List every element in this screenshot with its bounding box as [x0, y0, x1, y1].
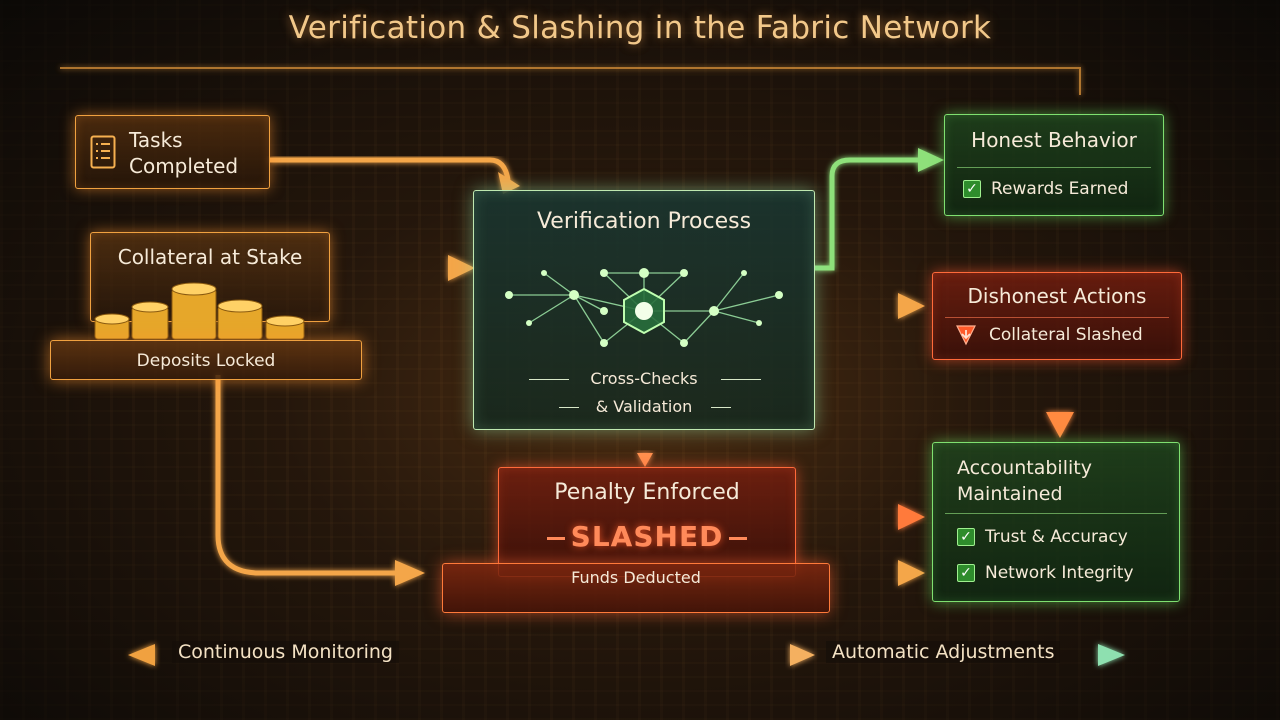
- slashed-stamp: SLASHED: [499, 520, 795, 553]
- dishonest-divider: [945, 317, 1169, 318]
- monitoring-left-arrowhead: [128, 644, 155, 666]
- title-glow-line: [60, 68, 1080, 95]
- collateral-node: Collateral at Stake Deposits Locked: [50, 232, 362, 380]
- honest-title: Honest Behavior: [945, 128, 1163, 152]
- penalty-title: Penalty Enforced: [499, 480, 795, 505]
- arrowhead-accountability-down: [1046, 412, 1074, 438]
- monitoring-mid-arrowhead: [790, 644, 815, 666]
- arrowhead-dishonest: [898, 293, 925, 319]
- monitoring-right-arrowhead: [1098, 644, 1125, 666]
- stamp-dash-right: [729, 537, 747, 540]
- tasks-label-line2: Completed: [129, 153, 238, 179]
- checkmark-icon: ✓: [963, 180, 981, 198]
- penalty-base-label: Funds Deducted: [443, 568, 829, 587]
- diagram-title: Verification & Slashing in the Fabric Ne…: [0, 10, 1280, 46]
- verification-process-box: Verification Process Cross-Checks & Vali…: [473, 190, 815, 430]
- arrowhead-penalty-down: [637, 453, 653, 467]
- accountability-divider: [945, 513, 1167, 514]
- honest-item: Rewards Earned: [991, 179, 1128, 199]
- accountability-item-1-label: Trust & Accuracy: [985, 527, 1128, 547]
- gold-coin-stack-icon: [90, 282, 320, 342]
- slashed-stamp-text: SLASHED: [571, 520, 724, 553]
- footer-left-label: Continuous Monitoring: [172, 641, 399, 663]
- arrowhead-accountability-2: [898, 560, 925, 586]
- verification-title: Verification Process: [474, 209, 814, 234]
- arrowhead-honest: [918, 148, 944, 172]
- tasks-completed-box: Tasks Completed: [75, 115, 270, 189]
- honest-behavior-box: Honest Behavior ✓ Rewards Earned: [944, 114, 1164, 216]
- accountability-item-2: ✓ Network Integrity: [957, 563, 1134, 583]
- accountability-box: Accountability Maintained ✓ Trust & Accur…: [932, 442, 1180, 602]
- verification-subtitle-line2: & Validation: [474, 397, 814, 416]
- honest-divider: [957, 167, 1151, 168]
- arrow-collateral-to-penalty: [218, 375, 400, 573]
- dishonest-item: Collateral Slashed: [989, 325, 1143, 345]
- arrowhead-accountability-1: [898, 504, 925, 530]
- accountability-item-2-label: Network Integrity: [985, 563, 1134, 583]
- footer-right-label: Automatic Adjustments: [826, 641, 1060, 663]
- dishonest-actions-box: Dishonest Actions Collateral Slashed: [932, 272, 1182, 360]
- network-graph-icon: [484, 253, 804, 363]
- document-list-icon: [90, 135, 116, 169]
- accountability-item-1: ✓ Trust & Accuracy: [957, 527, 1128, 547]
- collateral-label: Collateral at Stake: [91, 245, 329, 269]
- collateral-base-label: Deposits Locked: [51, 351, 361, 371]
- arrow-tasks-to-verification: [270, 160, 508, 180]
- arrowhead-collateral-penalty: [395, 560, 425, 586]
- penalty-panel: Penalty Enforced SLASHED: [498, 467, 796, 577]
- tasks-label-line1: Tasks: [129, 127, 238, 153]
- arrowhead-collateral: [448, 255, 475, 281]
- verification-subtitle-line1: Cross-Checks: [474, 369, 814, 388]
- dishonest-title: Dishonest Actions: [933, 284, 1181, 308]
- accountability-line1: Accountability: [957, 455, 1092, 481]
- checkmark-icon: ✓: [957, 528, 975, 546]
- penalty-node: Penalty Enforced SLASHED Funds Deducted: [442, 467, 830, 615]
- accountability-line2: Maintained: [957, 481, 1092, 507]
- down-shield-icon: [955, 324, 977, 346]
- stamp-dash-left: [547, 537, 565, 540]
- collateral-base-platform: Deposits Locked: [50, 340, 362, 380]
- penalty-base-platform: Funds Deducted: [442, 563, 830, 613]
- checkmark-icon: ✓: [957, 564, 975, 582]
- arrow-verification-to-honest: [815, 160, 920, 268]
